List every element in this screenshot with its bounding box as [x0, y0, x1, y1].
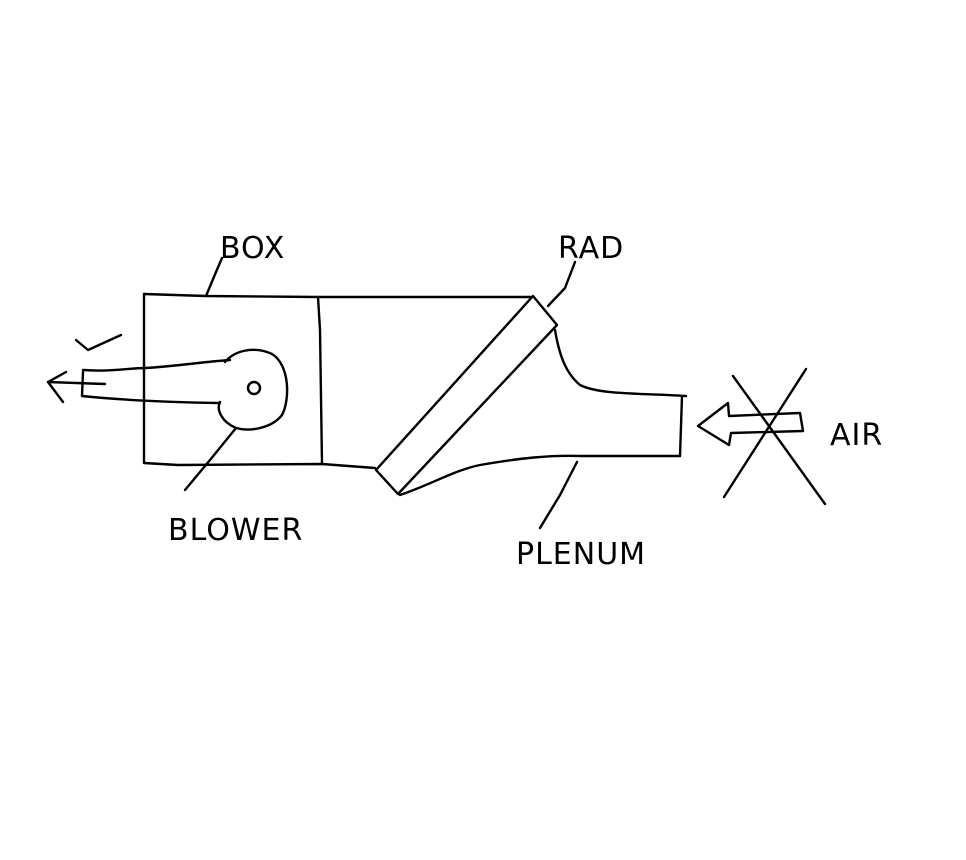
box-label: BOX: [220, 231, 285, 266]
blower-duct: [81, 358, 232, 372]
blower-duct-lower: [80, 370, 222, 405]
plenum-label: PLENUM: [516, 537, 646, 572]
outlet-arrow-head: [46, 370, 68, 404]
rad-label: RAD: [558, 231, 624, 266]
cross-out-line-2: [722, 367, 808, 499]
rad-leader: [546, 260, 577, 308]
air-label: AIR: [830, 418, 883, 453]
air-arrow: [696, 401, 805, 447]
box-divider: [316, 295, 324, 466]
plenum-lower-edge: [398, 454, 682, 497]
blower-hub: [246, 380, 262, 396]
outlet-arrow-shaft: [46, 380, 107, 386]
check-mark: [74, 333, 123, 352]
box-leader: [204, 256, 224, 298]
box-outline: [142, 292, 377, 470]
plenum-upper-edge: [553, 328, 688, 398]
radiator-slab: [374, 294, 559, 496]
box-top-edge: [142, 292, 533, 299]
plenum-leader: [538, 460, 579, 530]
blower-housing: [217, 348, 289, 431]
blower-leader: [183, 426, 238, 492]
cross-out-line-1: [731, 374, 827, 506]
blower-label: BLOWER: [168, 513, 303, 548]
plenum-inlet-edge: [678, 394, 684, 458]
